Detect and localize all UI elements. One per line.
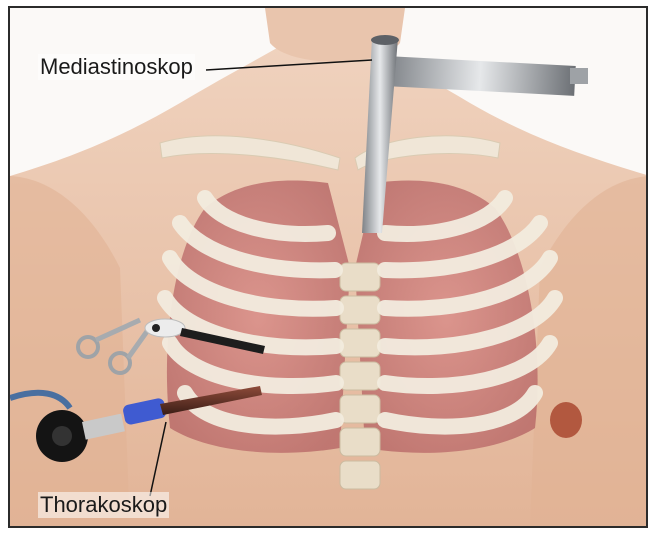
chest-illustration [10,8,648,528]
label-mediastinoskop: Mediastinoskop [38,54,195,80]
nipple [550,402,582,438]
illustration-frame: Mediastinoskop Thorakoskop [8,6,648,528]
spine [340,263,380,489]
label-thorakoskop: Thorakoskop [38,492,169,518]
